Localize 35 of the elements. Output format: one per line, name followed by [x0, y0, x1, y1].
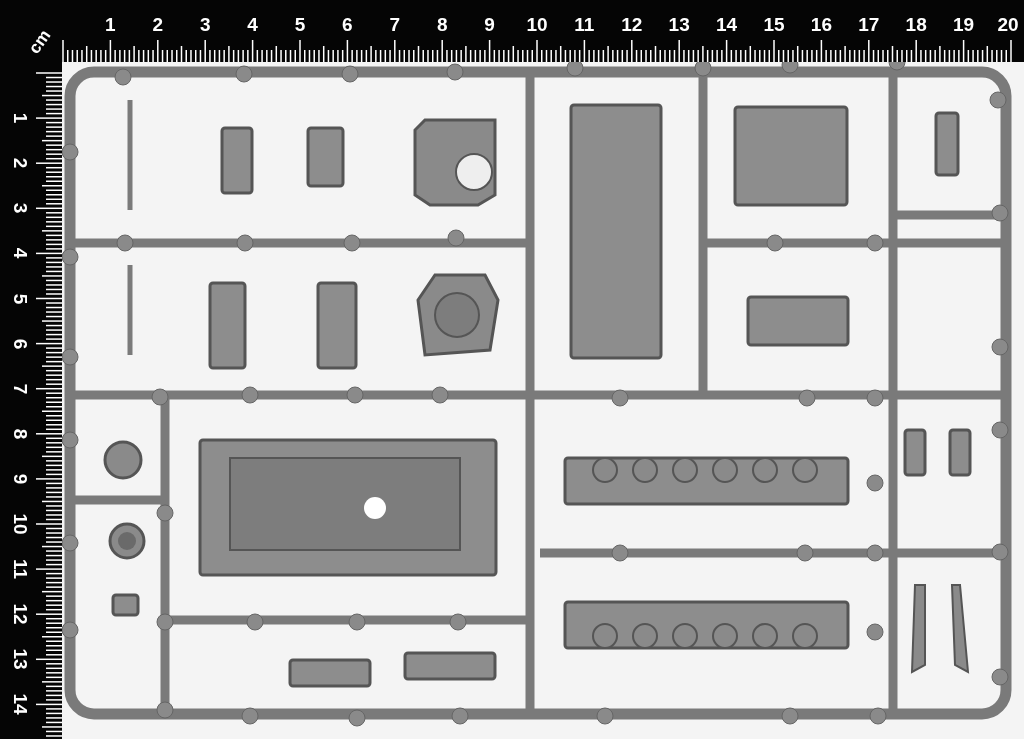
ruler-number: 5: [294, 15, 306, 35]
unit-label: cm: [24, 26, 56, 58]
ruler-number: 18: [905, 15, 927, 35]
ruler-number: 2: [152, 15, 164, 35]
ruler-number: 8: [436, 15, 448, 35]
ruler-number: 17: [858, 15, 880, 35]
ruler-number: 9: [10, 473, 30, 485]
ruler-number: 16: [810, 15, 832, 35]
ruler-number: 5: [10, 293, 30, 304]
ruler-number: 9: [484, 15, 495, 35]
ruler-number: 14: [716, 15, 738, 35]
ruler-number: 4: [247, 15, 258, 35]
ruler-number: 8: [10, 428, 30, 440]
ruler-number: 4: [10, 248, 30, 259]
ruler-number: 20: [997, 15, 1019, 35]
ruler-number: 10: [10, 513, 30, 535]
ruler-number: 15: [763, 15, 785, 35]
ruler-number: 7: [389, 15, 401, 35]
ruler-number: 1: [10, 112, 30, 124]
ruler-number: 19: [953, 15, 975, 35]
ruler-number: 6: [10, 338, 30, 349]
ruler-number: 13: [668, 15, 690, 35]
ruler-number: 12: [621, 15, 643, 35]
ruler-number: 2: [10, 157, 30, 169]
ruler-number: 11: [10, 559, 30, 580]
ruler-number: 3: [199, 15, 211, 35]
ruler-number: 12: [10, 603, 30, 625]
ruler-number: 13: [10, 648, 30, 670]
ruler-number: 7: [10, 383, 30, 394]
ruler-number: 14: [10, 693, 30, 715]
ruler-number: 3: [10, 203, 30, 214]
ruler-number: 10: [526, 15, 548, 35]
ruler-number: 6: [342, 15, 353, 35]
ruler-number: 11: [574, 15, 595, 35]
ruler-number: 1: [105, 15, 116, 35]
